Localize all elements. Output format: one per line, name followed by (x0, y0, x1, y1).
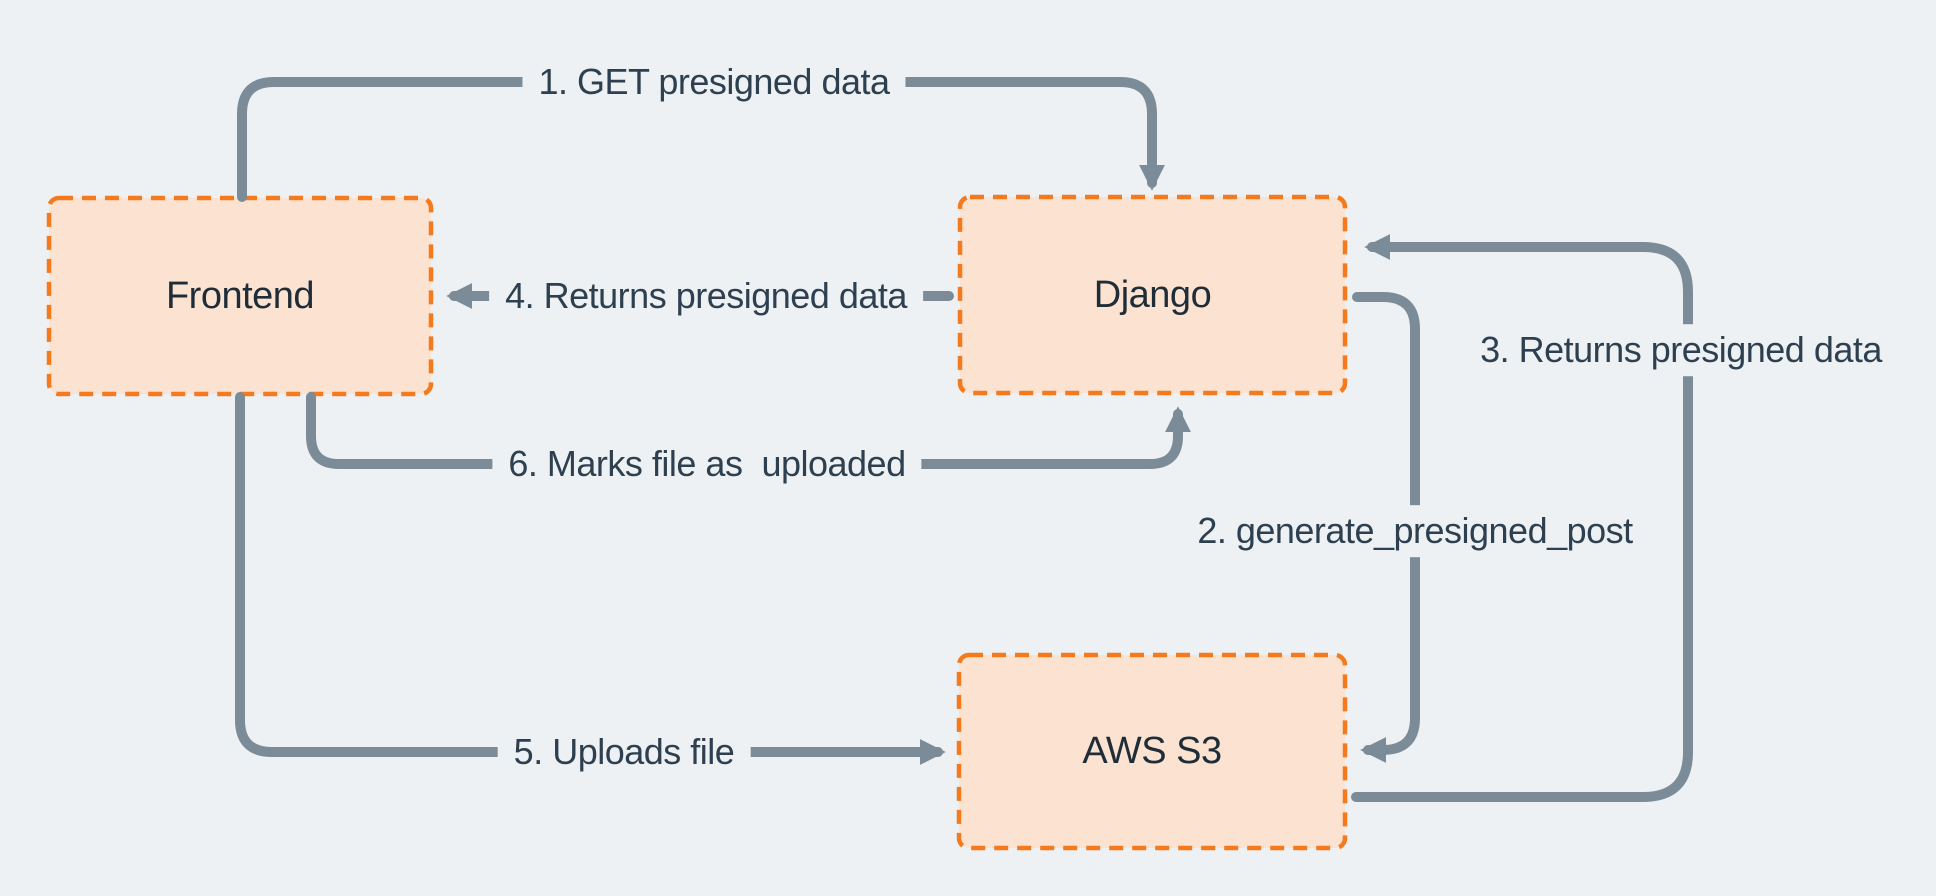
edge-3-arrow (1351, 234, 1693, 802)
edge-5-arrow (235, 392, 946, 765)
node-django-label: Django (1093, 273, 1212, 316)
edge-6-label: 6. Marks file as uploaded (492, 438, 922, 490)
node-django-box (957, 194, 1348, 396)
node-frontend-label: Frontend (165, 274, 315, 317)
edge-5-label: 5. Uploads file (497, 726, 751, 778)
edge-2-label: 2. generate_presigned_post (1181, 505, 1649, 557)
edge-1-label: 1. GET presigned data (522, 56, 906, 108)
node-aws-s3-label: AWS S3 (1082, 730, 1222, 772)
edge-4-label: 4. Returns presigned data (489, 270, 923, 322)
node-aws-s3-box (956, 652, 1348, 851)
node-frontend-box (46, 195, 434, 397)
edge-3-label: 3. Returns presigned data (1464, 324, 1898, 376)
